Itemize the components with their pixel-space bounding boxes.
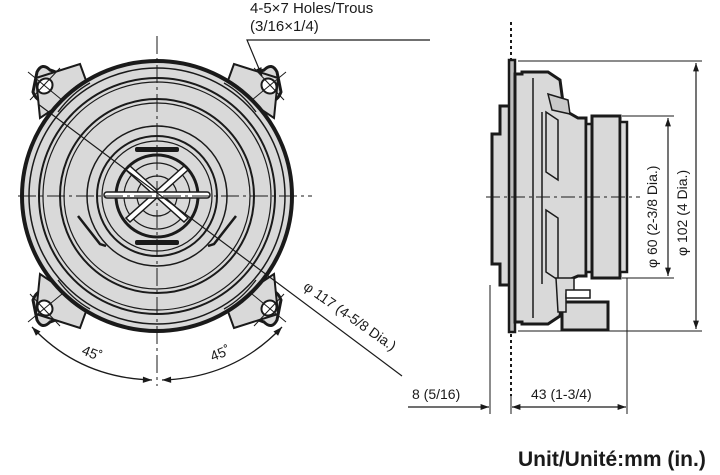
- holes-callout-leader: [246, 39, 430, 77]
- mount-depth-label: 43 (1-3/4): [531, 386, 592, 402]
- angle-dimensions: [31, 326, 283, 383]
- flange-depth-label: 8 (5/16): [412, 386, 461, 402]
- holes-label-line2: (3/16×1/4): [250, 18, 319, 35]
- holes-label-line1: 4-5×7 Holes/Trous: [250, 0, 374, 17]
- front-centerlines: [18, 36, 312, 386]
- brand-logo-top: [135, 147, 179, 152]
- magnet-diameter-label: φ 60 (2-3/8 Dia.): [644, 165, 660, 268]
- front-view: [18, 36, 430, 386]
- terminal-block: [555, 277, 610, 332]
- diameter-117-leader: [37, 103, 403, 377]
- cutout-diameter-label: φ 102 (4 Dia.): [674, 169, 690, 256]
- side-view: [408, 22, 702, 414]
- extension-lines: [489, 60, 702, 414]
- unit-label: Unit/Unité:mm (in.): [518, 448, 706, 471]
- dimension-lines: [408, 62, 699, 410]
